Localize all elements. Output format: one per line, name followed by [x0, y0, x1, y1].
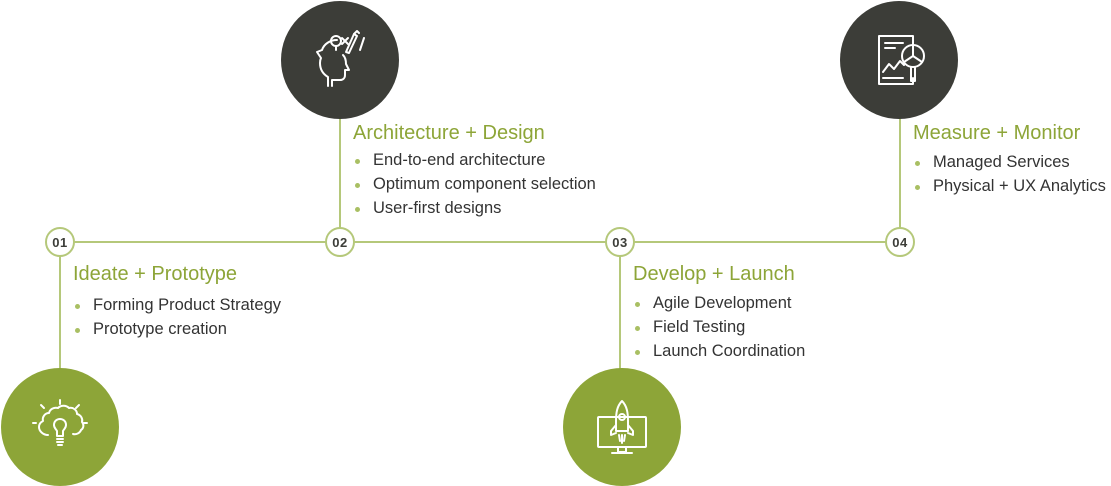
- bullet-item: Managed Services: [913, 150, 1106, 174]
- bullet-item: Launch Coordination: [633, 339, 805, 363]
- step-number-04: 04: [885, 227, 915, 257]
- connector-step-3: [619, 243, 621, 371]
- bullet-item: Prototype creation: [73, 317, 281, 341]
- bullet-item: Forming Product Strategy: [73, 293, 281, 317]
- bullet-item: End-to-end architecture: [353, 148, 596, 172]
- bullet-item: User-first designs: [353, 196, 596, 220]
- step-3-icon-circle: [563, 368, 681, 486]
- step-1-icon-circle: [1, 368, 119, 486]
- step-4-icon-circle: [840, 1, 958, 119]
- bullet-item: Optimum component selection: [353, 172, 596, 196]
- head-creative-tools-icon: [316, 30, 365, 87]
- step-4-bullet-list: Managed Services Physical + UX Analytics: [913, 150, 1106, 198]
- step-1-bullet-list: Forming Product Strategy Prototype creat…: [73, 293, 281, 341]
- brain-lightbulb-icon: [32, 399, 88, 446]
- step-2-icon-circle: [281, 1, 399, 119]
- connector-step-1: [59, 243, 61, 373]
- report-magnifier-chart-icon: [878, 35, 925, 85]
- rocket-monitor-icon: [597, 400, 647, 454]
- step-number-02: 02: [325, 227, 355, 257]
- step-number-03: 03: [605, 227, 635, 257]
- step-number-01: 01: [45, 227, 75, 257]
- bullet-item: Agile Development: [633, 291, 805, 315]
- timeline-line: [60, 241, 902, 243]
- bullet-item: Field Testing: [633, 315, 805, 339]
- step-2-bullet-list: End-to-end architecture Optimum componen…: [353, 148, 596, 220]
- connector-step-4: [899, 110, 901, 242]
- step-1-title: Ideate + Prototype: [73, 263, 238, 285]
- step-3-bullet-list: Agile Development Field Testing Launch C…: [633, 291, 805, 363]
- step-4-title: Measure + Monitor: [913, 122, 1081, 144]
- step-3-title: Develop + Launch: [633, 263, 795, 285]
- connector-step-2: [339, 110, 341, 242]
- bullet-item: Physical + UX Analytics: [913, 174, 1106, 198]
- step-2-title: Architecture + Design: [353, 122, 545, 144]
